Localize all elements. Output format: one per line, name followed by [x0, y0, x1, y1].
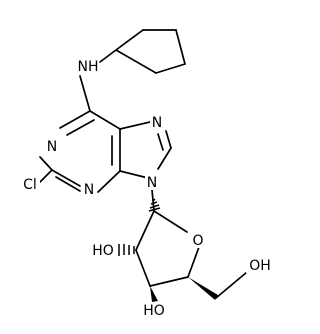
c2-hash-bond: [118, 244, 135, 256]
atom-label-chloro: Cl: [20, 176, 40, 193]
molecule-structure: NH N N N N Cl O HO HO OH: [20, 29, 274, 319]
svg-text:HO: HO: [92, 243, 114, 259]
atom-label-n1: N: [45, 138, 59, 155]
c1-hash-bond: [148, 198, 161, 212]
svg-text:O: O: [192, 233, 203, 249]
svg-text:HO: HO: [143, 303, 165, 319]
amine-bonds: [79, 49, 117, 112]
pyrimidine-ring: [39, 110, 121, 193]
atom-label-n7: N: [150, 114, 164, 131]
imidazole-ring: [119, 121, 172, 179]
svg-text:N: N: [47, 139, 57, 155]
atom-label-nh: NH: [77, 58, 99, 75]
svg-text:Cl: Cl: [23, 177, 37, 193]
svg-text:N: N: [152, 115, 162, 131]
atom-label-hydroxyl-2: HO: [89, 242, 117, 259]
ribose-ring: [135, 210, 200, 287]
svg-text:NH: NH: [78, 59, 99, 75]
chloro-bond: [37, 169, 53, 185]
atom-label-hydroxyl-5: OH: [246, 257, 274, 274]
hydroxymethyl-bond: [215, 271, 248, 299]
atom-label-hydroxyl-3: HO: [140, 302, 168, 319]
svg-text:N: N: [84, 182, 94, 198]
atom-label-n3: N: [82, 181, 96, 198]
atom-label-n9: N: [145, 174, 159, 191]
svg-text:OH: OH: [249, 258, 271, 274]
cyclopentyl-ring: [115, 29, 186, 74]
c3-wedge-bond: [150, 286, 158, 302]
svg-text:N: N: [147, 175, 157, 191]
atom-label-ring-oxygen: O: [190, 232, 206, 249]
c4-wedge-bond: [188, 277, 218, 300]
